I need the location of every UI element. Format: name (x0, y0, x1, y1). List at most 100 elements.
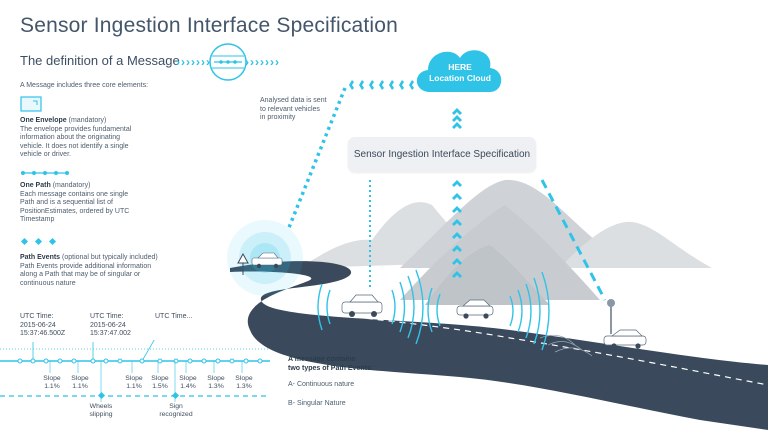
event-type-a: A- Continuous nature (288, 381, 355, 389)
envelope-name: One Envelope (20, 117, 67, 124)
road-center-line (269, 299, 768, 386)
utc-time-2: UTC Time: 2015-06-24 15:37:47.002 (90, 313, 131, 339)
chevron-row-left: ››››››› (176, 55, 211, 69)
dispatch-line (286, 87, 347, 231)
slope-1-value: 1.1% (44, 383, 60, 391)
timeline-points (17, 358, 263, 364)
slope-2-value: 1.1% (72, 383, 88, 391)
warning-sign-icon (237, 252, 249, 275)
slope-1-label: Slope (43, 375, 61, 382)
slope-6-value: 1.3% (208, 383, 224, 391)
car-right (456, 299, 494, 319)
utc-time-1-date: 2015-06-24 (20, 321, 56, 329)
uplink-center (452, 180, 462, 278)
path-desc-1: Each message contains one single (20, 190, 129, 198)
utc-time-2-clock: 15:37:47.002 (90, 330, 131, 337)
envelope-desc-1: The envelope provides fundamental (20, 125, 132, 133)
path-icon (21, 171, 69, 175)
slope-5-label: Slope (179, 375, 197, 382)
utc-time-3-label: UTC Time... (155, 313, 193, 320)
slope-3-label: Slope (125, 375, 143, 382)
event-type-b: B- Singular Nature (288, 399, 346, 407)
events-section: Path Events (optional but typically incl… (20, 254, 200, 288)
timeline-events (97, 391, 180, 400)
envelope-desc-4: vehicle or driver. (20, 151, 71, 159)
slope-4-label: Slope (151, 375, 169, 382)
envelope-desc-2: information about the originating (20, 134, 121, 142)
dispatch-link (349, 80, 414, 90)
utc-time-2-label: UTC Time: (90, 313, 124, 320)
analysed-note-2: to relevant vehicles (260, 105, 320, 113)
skid-marks (539, 334, 593, 357)
analysed-note-1: Analysed data is sent (260, 97, 327, 104)
utc-time-1-clock: 15:37:46.500Z (20, 330, 66, 337)
road (230, 261, 768, 430)
events-qualifier: (optional but typically included) (62, 254, 158, 261)
timeline-graphic (0, 340, 270, 402)
path-section: One Path (mandatory) Each message contai… (20, 182, 180, 225)
utc-time-1: UTC Time: 2015-06-24 15:37:46.500Z (20, 313, 65, 339)
message-envelope-icon (209, 43, 247, 81)
path-name: One Path (20, 182, 51, 189)
path-desc-2: Path and is a sequential list of (20, 199, 114, 207)
path-events-icon (20, 237, 57, 246)
car-far-right (603, 329, 647, 349)
cloud-uplink (452, 108, 462, 129)
slope-4-value: 1.5% (152, 383, 168, 391)
utc-time-3: UTC Time... (155, 313, 192, 322)
events-desc-1: Path Events provide additional informati… (20, 262, 152, 270)
timeline-slope-leaders (49, 361, 243, 402)
envelope-section: One Envelope (mandatory) The envelope pr… (20, 117, 180, 160)
utc-time-2-date: 2015-06-24 (90, 321, 126, 329)
intro-text: A Message includes three core elements: (20, 82, 149, 89)
path-desc-4: Timestamp (20, 216, 55, 224)
events-name: Path Events (20, 254, 61, 261)
event-types-heading-1: A message contains (288, 356, 356, 363)
signal-waves (317, 269, 550, 351)
chevron-row-right: ››››››› (245, 55, 280, 69)
path-desc-3: PositionEstimates, ordered by UTC (20, 207, 130, 215)
envelope-desc-3: vehicle. It does not identify a single (20, 142, 129, 150)
slope-7-value: 1.3% (236, 383, 252, 391)
event-types-legend: A message contains two types of Path Eve… (288, 356, 428, 408)
sign-pole (607, 299, 615, 334)
events-desc-2: along a Path that may be of singular or (20, 271, 141, 279)
mountain-right (560, 221, 712, 268)
cloud-icon (416, 50, 502, 92)
wheels-line-2: slipping (89, 411, 113, 419)
slope-7-label: Slope (235, 375, 253, 382)
slope-3-value: 1.1% (126, 383, 142, 391)
event-types-heading-2: two types of Path Events: (288, 364, 374, 372)
sign-line-2: recognized (159, 411, 193, 419)
sign-line-1: Sign (169, 403, 183, 410)
uplink-right (540, 179, 607, 301)
sis-box: Sensor Ingestion Interface Specification (348, 137, 536, 172)
wheels-line-1: Wheels (89, 403, 113, 410)
page-title: Sensor Ingestion Interface Specification (20, 14, 399, 37)
envelope-qualifier: (mandatory) (68, 117, 107, 124)
cloud-line-1: HERE (448, 62, 472, 72)
message-definition-heading: The definition of a Message (20, 53, 180, 68)
utc-time-1-label: UTC Time: (20, 313, 54, 320)
slope-2-label: Slope (71, 375, 89, 382)
envelope-icon (20, 96, 42, 112)
mountain-front-small (425, 245, 550, 305)
timeline-ticks (32, 340, 155, 362)
path-qualifier: (mandatory) (52, 182, 91, 189)
analysed-note-3: in proximity (260, 114, 296, 122)
cloud-line-2: Location Cloud (429, 73, 491, 83)
slope-5-value: 1.4% (180, 383, 196, 391)
slope-6-label: Slope (207, 375, 225, 382)
events-desc-3: continuous nature (20, 279, 76, 287)
analysed-note: Analysed data is sent to relevant vehicl… (260, 97, 360, 123)
